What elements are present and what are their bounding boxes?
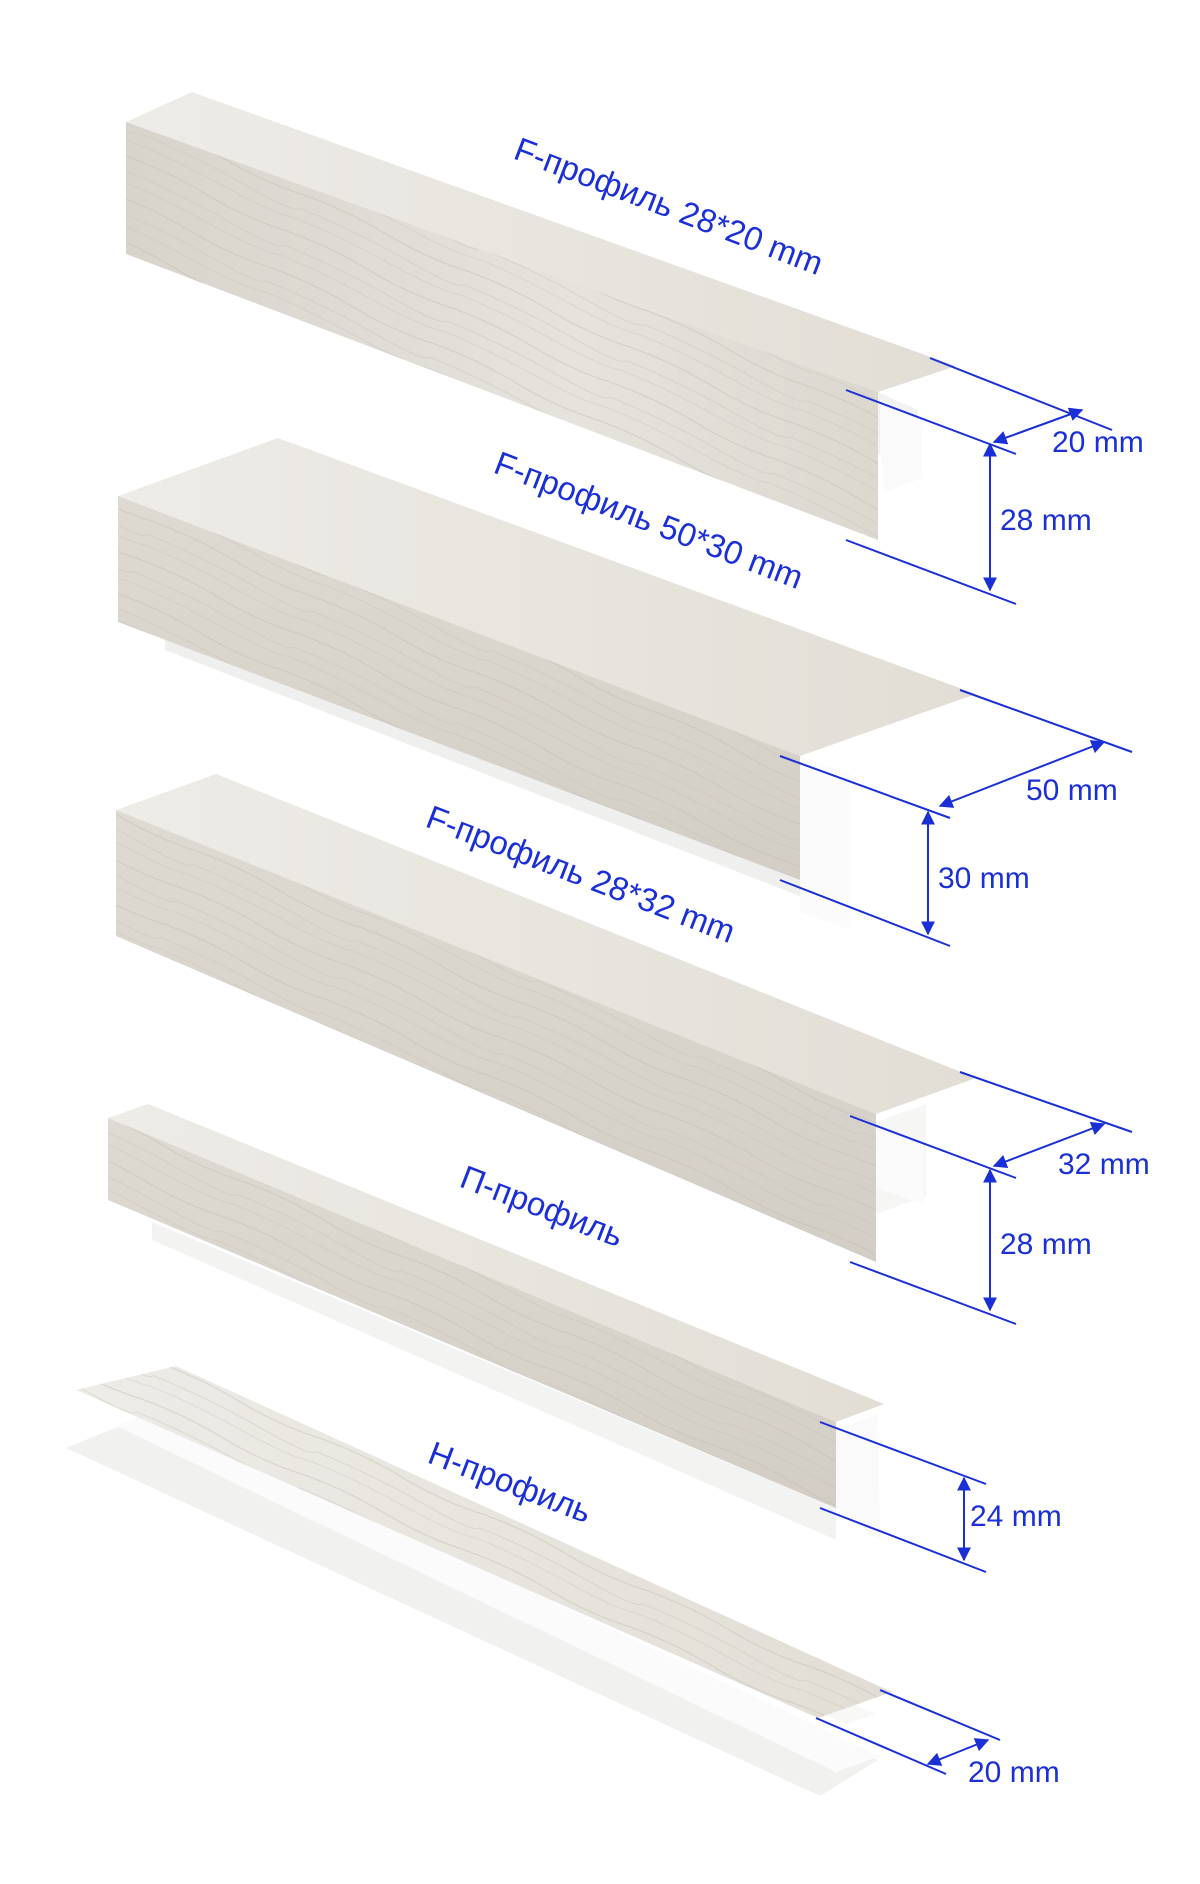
extension-line — [815, 1717, 947, 1775]
profile-f-28x20 — [126, 92, 956, 540]
extension-line — [845, 539, 1017, 605]
dimension-label: 24 mm — [970, 1500, 1062, 1533]
dimension-arrow-20mm — [926, 1738, 990, 1766]
extension-line — [879, 1689, 1001, 1741]
dimension-arrow-32mm — [992, 1121, 1106, 1169]
dimension-arrow-50mm — [938, 740, 1106, 808]
profile-top-face — [108, 1104, 884, 1422]
profile-white-leg — [880, 400, 922, 492]
dimension-label: 32 mm — [1058, 1148, 1150, 1181]
profile-white-leg — [876, 1130, 924, 1204]
profile-white-leg — [836, 1414, 880, 1540]
dimension-arrow-20mm — [992, 407, 1084, 445]
profile-white-shadow — [66, 1426, 878, 1796]
profile-white-lower-flange — [116, 1412, 880, 1772]
extension-line — [959, 1071, 1133, 1133]
profile-f-50x30 — [118, 438, 976, 930]
extension-line — [849, 1115, 1017, 1179]
profile-front-grain — [116, 810, 876, 1262]
extension-line — [849, 1261, 1017, 1325]
dimension-label: 50 mm — [1026, 774, 1118, 807]
extension-line — [819, 1507, 987, 1573]
dimension-lines — [779, 357, 1133, 1775]
dimension-label: 28 mm — [1000, 1228, 1092, 1261]
profile-white-underside — [165, 636, 800, 896]
profile-front-grain — [118, 496, 800, 880]
extension-line — [929, 357, 1113, 431]
profile-white-leg — [800, 756, 850, 930]
dimension-label: 28 mm — [1000, 504, 1092, 537]
profile-title: П-профиль — [455, 1158, 628, 1254]
profile-top-face — [116, 774, 976, 1114]
extension-line — [959, 689, 1133, 753]
dimension-label: 30 mm — [938, 862, 1030, 895]
profile-f-28x32 — [116, 774, 976, 1262]
profile-h — [66, 1366, 892, 1796]
dimension-label: 20 mm — [1052, 426, 1144, 459]
extension-line — [819, 1421, 987, 1485]
extension-line — [779, 755, 951, 819]
profile-white-underside — [152, 1222, 836, 1540]
profile-front-grain — [126, 122, 878, 540]
profile-front-grain — [108, 1118, 836, 1508]
profile-top-face — [118, 438, 976, 756]
profile-top-grain — [76, 1366, 892, 1718]
dimension-label: 20 mm — [968, 1756, 1060, 1789]
profile-top-face — [126, 92, 956, 392]
profile-p — [108, 1104, 884, 1540]
